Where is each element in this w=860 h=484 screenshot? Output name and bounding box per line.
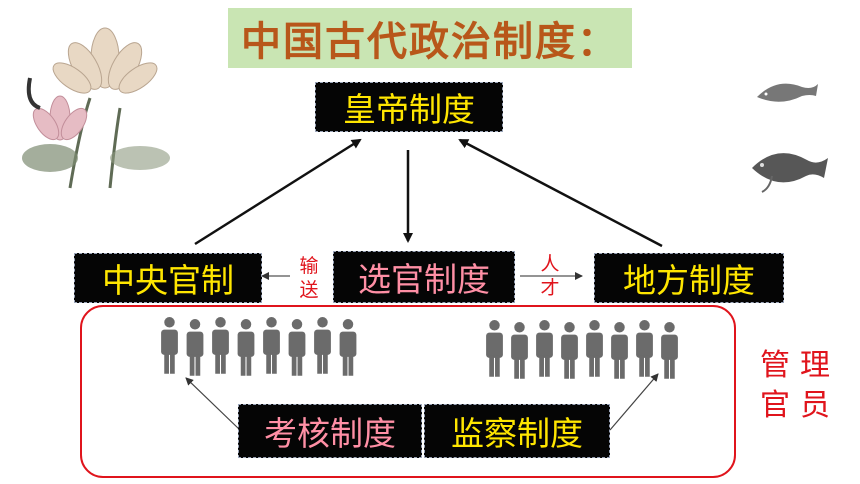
supervision-system-node: 监察制度: [424, 404, 610, 458]
talent-label-char-1: 人: [540, 253, 560, 275]
official-selection-system-label: 选官制度: [358, 260, 490, 299]
person-figure: [237, 319, 255, 376]
person-figure: [536, 320, 553, 377]
person-figure: [212, 317, 229, 374]
assessment-system-label: 考核制度: [264, 414, 396, 453]
people-group-icon: [161, 317, 357, 376]
lotus-painting: [22, 27, 170, 189]
manage-officials-label: 管理 官员: [760, 346, 840, 426]
local-system-node: 地方制度: [594, 253, 784, 303]
person-figure: [561, 322, 578, 379]
local-system-label: 地方制度: [623, 261, 755, 300]
arrow-assessment-to-people: [185, 377, 241, 431]
arrow-central-to-emperor: [194, 138, 362, 246]
official-selection-system-node: 选官制度: [333, 251, 515, 303]
central-official-system-label: 中央官制: [102, 261, 234, 300]
ink-fish-icon: [757, 83, 818, 102]
person-figure: [161, 317, 178, 374]
supervision-system-label: 监察制度: [451, 414, 583, 453]
person-figure: [511, 322, 528, 379]
officials-frame: [80, 305, 736, 478]
transfer-label-char-2: 送: [299, 279, 319, 301]
transfer-label-char-1: 输: [299, 255, 319, 277]
person-figure: [314, 317, 331, 374]
manage-officials-line-2: 官员: [760, 388, 840, 423]
assessment-system-node: 考核制度: [238, 404, 422, 458]
person-figure: [586, 320, 603, 377]
person-figure: [636, 320, 653, 377]
person-figure: [339, 319, 357, 376]
person-figure: [288, 319, 306, 376]
emperor-system-node: 皇帝制度: [315, 82, 503, 132]
page-title: 中国古代政治制度：: [241, 19, 619, 65]
title-banner: 中国古代政治制度：: [228, 8, 632, 68]
person-figure: [486, 320, 503, 377]
person-figure: [186, 319, 204, 376]
talent-label: 人 才: [537, 252, 563, 300]
talent-label-char-2: 才: [540, 277, 560, 299]
manage-officials-line-1: 管理: [760, 348, 840, 383]
people-group-icon: [486, 320, 678, 379]
koi-fish-icon: [752, 153, 828, 193]
emperor-system-label: 皇帝制度: [343, 90, 475, 129]
person-figure: [661, 322, 678, 379]
person-figure: [611, 322, 628, 379]
central-official-system-node: 中央官制: [74, 253, 262, 303]
person-figure: [263, 317, 280, 374]
arrow-supervision-to-people: [609, 373, 659, 431]
transfer-label: 输 送: [296, 254, 322, 302]
arrow-local-to-emperor: [458, 138, 663, 248]
